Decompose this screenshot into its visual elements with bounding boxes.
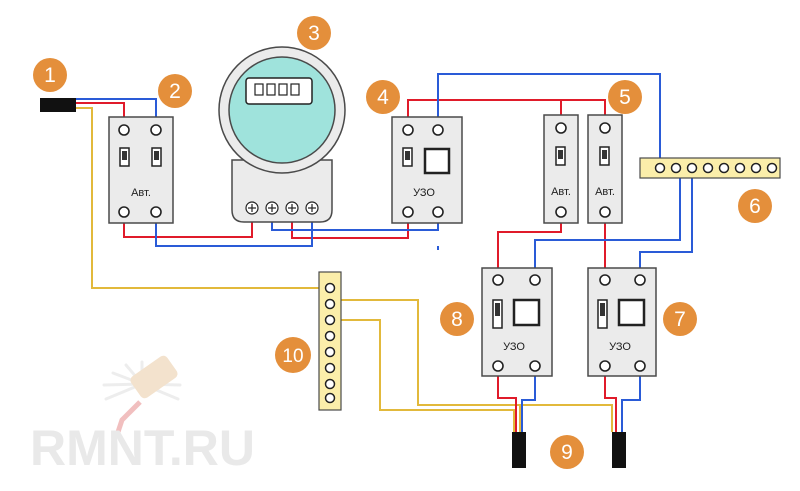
group-rcd-8: УЗО	[481, 267, 553, 377]
main-breaker-label: Авт.	[131, 187, 151, 199]
badge-9: 9	[550, 435, 584, 469]
group-breaker-b: Авт.	[587, 114, 623, 224]
watermark-logo: RMNT.RU	[30, 355, 255, 476]
svg-text:1: 1	[44, 64, 56, 87]
output-cable-end-right	[612, 432, 626, 468]
ground-bus-bar	[318, 271, 342, 411]
neutral-bus-bar	[639, 157, 781, 179]
group-breaker-b-label: Авт.	[595, 186, 615, 198]
svg-text:5: 5	[619, 86, 631, 109]
main-rcd: УЗО	[391, 116, 463, 224]
group-breaker-a: Авт.	[543, 114, 579, 224]
badge-4: 4	[366, 80, 400, 114]
badge-10: 10	[275, 337, 311, 373]
badge-2: 2	[158, 74, 192, 108]
group-rcd-7: УЗО	[587, 267, 657, 377]
group-rcd-7-label: УЗО	[609, 341, 631, 353]
badge-7: 7	[663, 302, 697, 336]
badge-3: 3	[297, 16, 331, 50]
svg-text:6: 6	[749, 195, 761, 218]
input-cable-end	[40, 98, 76, 112]
badge-6: 6	[738, 189, 772, 223]
main-rcd-label: УЗО	[413, 187, 435, 199]
svg-text:10: 10	[282, 346, 303, 367]
svg-text:4: 4	[377, 86, 389, 109]
output-cable-end-left	[512, 432, 526, 468]
electricity-meter	[218, 46, 346, 223]
badge-1: 1	[33, 58, 67, 92]
ground-wires	[75, 107, 613, 432]
svg-text:7: 7	[674, 308, 686, 331]
svg-text:2: 2	[169, 80, 181, 103]
group-breaker-a-label: Авт.	[551, 186, 571, 198]
badge-5: 5	[608, 80, 642, 114]
main-breaker: Авт.	[108, 116, 174, 224]
svg-text:3: 3	[308, 22, 320, 45]
svg-text:8: 8	[451, 308, 463, 331]
svg-text:9: 9	[561, 441, 573, 464]
group-rcd-8-label: УЗО	[503, 341, 525, 353]
watermark-text: RMNT.RU	[30, 420, 255, 476]
badge-8: 8	[440, 302, 474, 336]
